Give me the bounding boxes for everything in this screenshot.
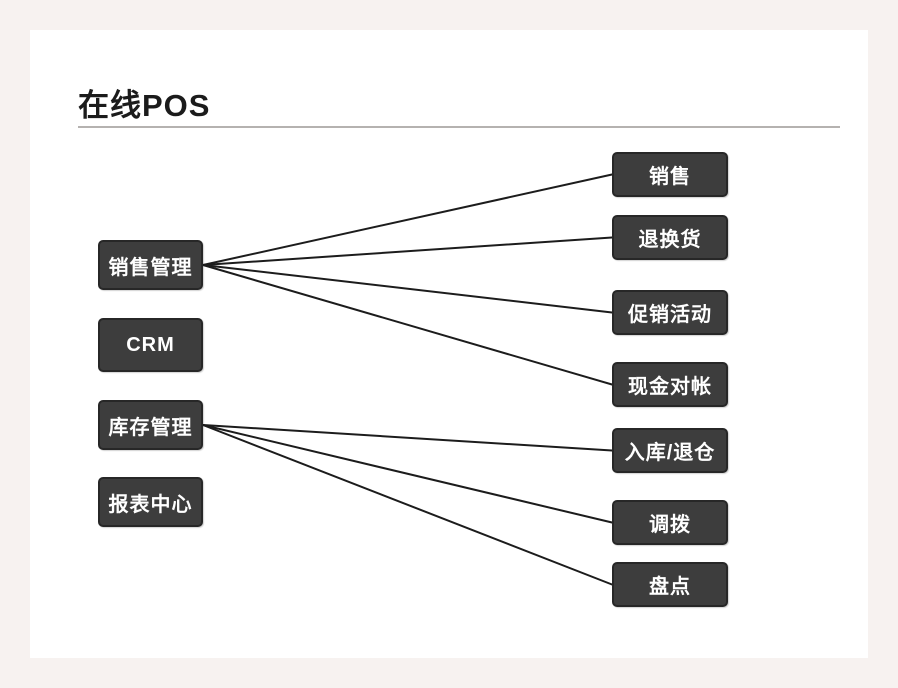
node-label: 报表中心 <box>108 493 193 516</box>
node-label: 库存管理 <box>108 416 193 439</box>
node-label: 促销活动 <box>628 304 712 326</box>
node-returns-exchanges: 退换货 <box>612 215 728 260</box>
node-sales: 销售 <box>612 152 728 197</box>
node-label: 退换货 <box>638 229 702 251</box>
node-label: 入库/退仓 <box>624 442 716 464</box>
node-report-center: 报表中心 <box>98 477 203 527</box>
node-promotions: 促销活动 <box>612 290 728 335</box>
node-label: 销售管理 <box>108 256 193 279</box>
node-transfer: 调拨 <box>612 500 728 545</box>
node-crm: CRM <box>98 318 203 372</box>
node-cash-reconciliation: 现金对帐 <box>612 362 728 407</box>
node-label: 现金对帐 <box>628 376 712 398</box>
page-title: 在线POS <box>78 88 211 123</box>
node-stocktaking: 盘点 <box>612 562 728 607</box>
node-label: 盘点 <box>649 576 691 598</box>
node-sales-management: 销售管理 <box>98 240 203 290</box>
node-inbound-outbound: 入库/退仓 <box>612 428 728 473</box>
node-label: 销售 <box>649 166 691 188</box>
node-label: 调拨 <box>649 514 691 536</box>
title-divider <box>78 126 840 128</box>
node-inventory-management: 库存管理 <box>98 400 203 450</box>
node-label: CRM <box>126 333 175 356</box>
